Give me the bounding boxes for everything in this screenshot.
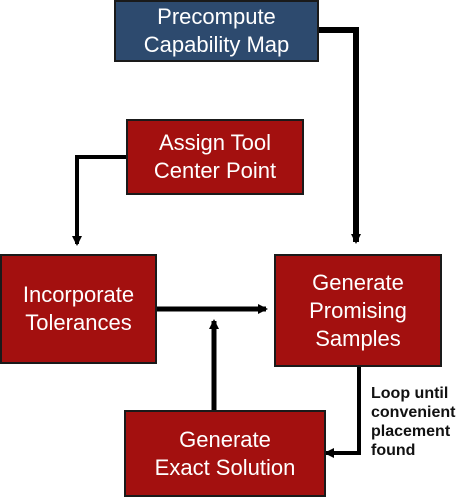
generate-samples-label: Generate Promising Samples <box>309 269 407 351</box>
edge-loop-samples-to-exact <box>324 367 361 458</box>
edge-assign-to-incorporate <box>72 155 126 246</box>
incorporate-label: Incorporate Tolerances <box>22 282 135 335</box>
precompute-capability-map-box: Precompute Capability Map <box>114 0 319 62</box>
incorporate-tolerances-box: Incorporate Tolerances <box>0 254 157 364</box>
generate-promising-samples-box: Generate Promising Samples <box>274 254 442 367</box>
generate-exact-solution-box: Generate Exact Solution <box>124 410 326 497</box>
assign-label: Assign Tool Center Point <box>153 130 277 183</box>
edge-precompute-to-samples <box>319 27 361 244</box>
generate-exact-label: Generate Exact Solution <box>154 426 296 480</box>
precompute-label: Precompute Capability Map <box>143 4 290 57</box>
loop-note: Loop until convenient placement found <box>371 385 456 459</box>
assign-tool-center-point-box: Assign Tool Center Point <box>126 119 304 195</box>
